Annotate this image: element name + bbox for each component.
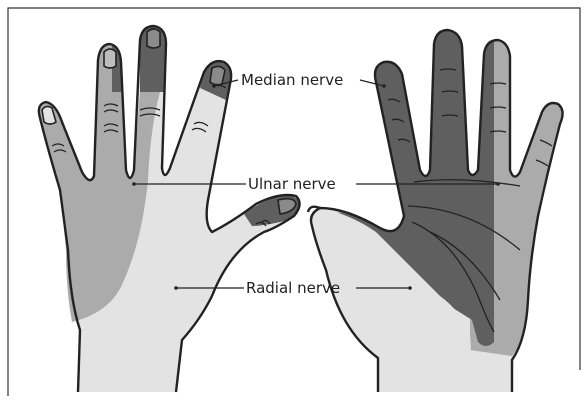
right-hand-palmar bbox=[308, 30, 563, 392]
ulnar-leader-right-dot bbox=[496, 182, 500, 186]
ulnar-nerve-label: Ulnar nerve bbox=[248, 175, 336, 193]
left-nail-index bbox=[210, 66, 225, 84]
median-nerve-label: Median nerve bbox=[241, 71, 343, 89]
label-median-group: Median nerve bbox=[212, 71, 386, 89]
ulnar-leader-left-dot bbox=[132, 182, 136, 186]
left-nail-middle bbox=[147, 29, 160, 48]
radial-nerve-label: Radial nerve bbox=[246, 279, 340, 297]
median-leader-left-dot bbox=[212, 84, 216, 88]
left-nail-ring bbox=[104, 49, 116, 68]
radial-leader-left-dot bbox=[174, 286, 178, 290]
median-leader-right-dot bbox=[382, 84, 386, 88]
radial-leader-right-dot bbox=[408, 286, 412, 290]
